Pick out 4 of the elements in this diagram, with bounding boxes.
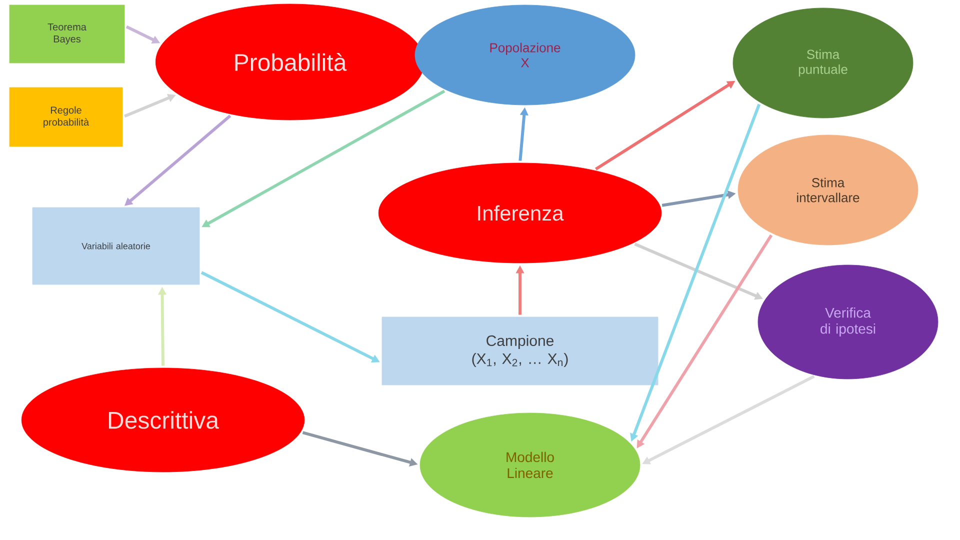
topic-box: Campione (X$_{1}$, X$_{2}$, … X$_{n}$): [382, 316, 658, 386]
topic-box: Teorema Bayes: [9, 4, 125, 64]
topic-box: Variabili aleatorie: [32, 207, 200, 285]
topic-box: Regole probabilità: [9, 87, 123, 147]
